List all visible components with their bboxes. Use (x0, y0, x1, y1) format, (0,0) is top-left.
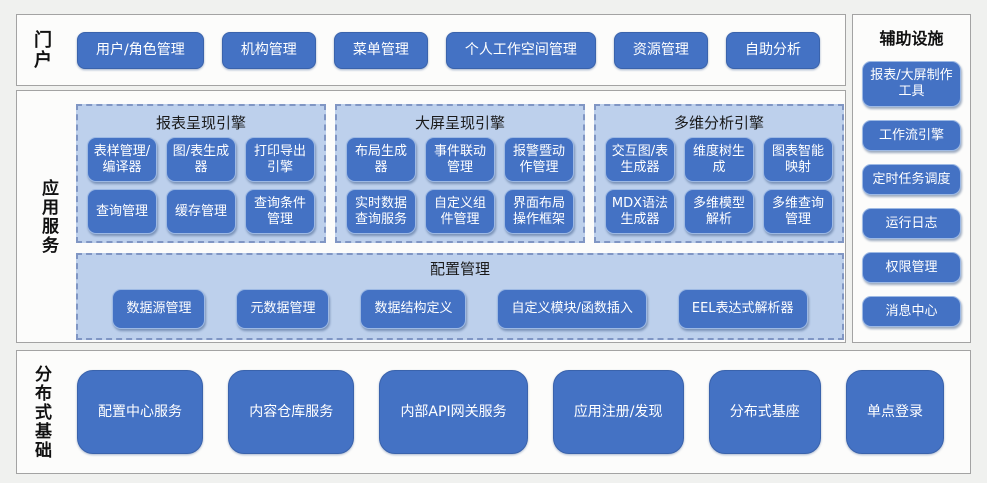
report-engine-grid: 表样管理/编译器 图/表生成器 打印导出引擎 查询管理 缓存管理 查询条件管理 (87, 137, 315, 234)
portal-node: 机构管理 (221, 31, 316, 69)
dist-node: 内容仓库服务 (228, 370, 355, 454)
engine-node: 报警暨动作管理 (504, 137, 574, 182)
engine-node: 事件联动管理 (425, 137, 495, 182)
app-services-section: 应用服务 报表呈现引擎 表样管理/编译器 图/表生成器 打印导出引擎 查询管理 … (16, 90, 846, 343)
config-node: EEL表达式解析器 (677, 289, 808, 329)
dashboard-engine-panel: 大屏呈现引擎 布局生成器 事件联动管理 报警暨动作管理 实时数据查询服务 自定义… (335, 104, 585, 243)
portal-node: 用户/角色管理 (77, 31, 204, 69)
engine-node: 布局生成器 (346, 137, 416, 182)
engine-node: 多维查询管理 (763, 189, 833, 234)
dist-node: 配置中心服务 (77, 370, 203, 454)
dashboard-engine-title: 大屏呈现引擎 (414, 114, 505, 132)
portal-node: 个人工作空间管理 (445, 31, 596, 69)
aux-node: 报表/大屏制作工具 (862, 61, 961, 107)
config-panel: 配置管理 数据源管理 元数据管理 数据结构定义 自定义模块/函数插入 EEL表达… (76, 253, 844, 340)
aux-node: 运行日志 (862, 208, 961, 239)
engine-node: 界面布局操作框架 (504, 189, 574, 234)
auxiliary-section: 辅助设施 报表/大屏制作工具 工作流引擎 定时任务调度 运行日志 权限管理 消息… (852, 14, 971, 343)
distributed-label: 分布式基础 (31, 364, 51, 460)
engines-row: 报表呈现引擎 表样管理/编译器 图/表生成器 打印导出引擎 查询管理 缓存管理 … (76, 104, 844, 243)
olap-engine-grid: 交互图/表生成器 维度树生成 图表智能映射 MDX语法生成器 多维模型解析 多维… (605, 137, 833, 234)
engine-node: 查询条件管理 (245, 189, 315, 234)
config-panel-title: 配置管理 (429, 260, 490, 278)
config-node: 元数据管理 (236, 289, 330, 329)
dashboard-engine-grid: 布局生成器 事件联动管理 报警暨动作管理 实时数据查询服务 自定义组件管理 界面… (346, 137, 574, 234)
engine-node: 打印导出引擎 (245, 137, 315, 182)
portal-label: 门户 (31, 30, 52, 70)
aux-node: 定时任务调度 (862, 164, 961, 195)
engine-node: MDX语法生成器 (605, 189, 675, 234)
config-node: 数据结构定义 (360, 289, 467, 329)
aux-node: 消息中心 (862, 296, 961, 327)
engine-node: 表样管理/编译器 (87, 137, 157, 182)
app-services-label: 应用服务 (38, 178, 58, 255)
dist-node: 单点登录 (845, 370, 944, 454)
portal-node-row: 用户/角色管理 机构管理 菜单管理 个人工作空间管理 资源管理 自助分析 (77, 31, 820, 69)
report-engine-panel: 报表呈现引擎 表样管理/编译器 图/表生成器 打印导出引擎 查询管理 缓存管理 … (76, 104, 326, 243)
portal-section: 门户 用户/角色管理 机构管理 菜单管理 个人工作空间管理 资源管理 自助分析 (16, 14, 846, 86)
engine-node: 实时数据查询服务 (346, 189, 416, 234)
olap-engine-title: 多维分析引擎 (673, 114, 764, 132)
engine-node: 图/表生成器 (166, 137, 236, 182)
report-engine-title: 报表呈现引擎 (155, 114, 246, 132)
config-node-row: 数据源管理 元数据管理 数据结构定义 自定义模块/函数插入 EEL表达式解析器 (78, 289, 842, 329)
dist-node: 分布式基座 (708, 370, 821, 454)
engine-node: 交互图/表生成器 (605, 137, 675, 182)
dist-node: 应用注册/发现 (552, 370, 684, 454)
engine-node: 维度树生成 (684, 137, 754, 182)
portal-node: 自助分析 (725, 31, 820, 69)
aux-node: 权限管理 (862, 252, 961, 283)
distributed-node-row: 配置中心服务 内容仓库服务 内部API网关服务 应用注册/发现 分布式基座 单点… (77, 370, 944, 454)
distributed-section: 分布式基础 配置中心服务 内容仓库服务 内部API网关服务 应用注册/发现 分布… (16, 350, 971, 474)
portal-node: 资源管理 (613, 31, 708, 69)
engine-node: 查询管理 (87, 189, 157, 234)
aux-node: 工作流引擎 (862, 120, 961, 151)
engine-node: 图表智能映射 (763, 137, 833, 182)
engine-node: 多维模型解析 (684, 189, 754, 234)
engine-node: 自定义组件管理 (425, 189, 495, 234)
config-node: 数据源管理 (112, 289, 206, 329)
auxiliary-title: 辅助设施 (879, 29, 944, 48)
olap-engine-panel: 多维分析引擎 交互图/表生成器 维度树生成 图表智能映射 MDX语法生成器 多维… (594, 104, 844, 243)
engine-node: 缓存管理 (166, 189, 236, 234)
portal-node: 菜单管理 (333, 31, 428, 69)
config-node: 自定义模块/函数插入 (497, 289, 647, 329)
dist-node: 内部API网关服务 (379, 370, 528, 454)
